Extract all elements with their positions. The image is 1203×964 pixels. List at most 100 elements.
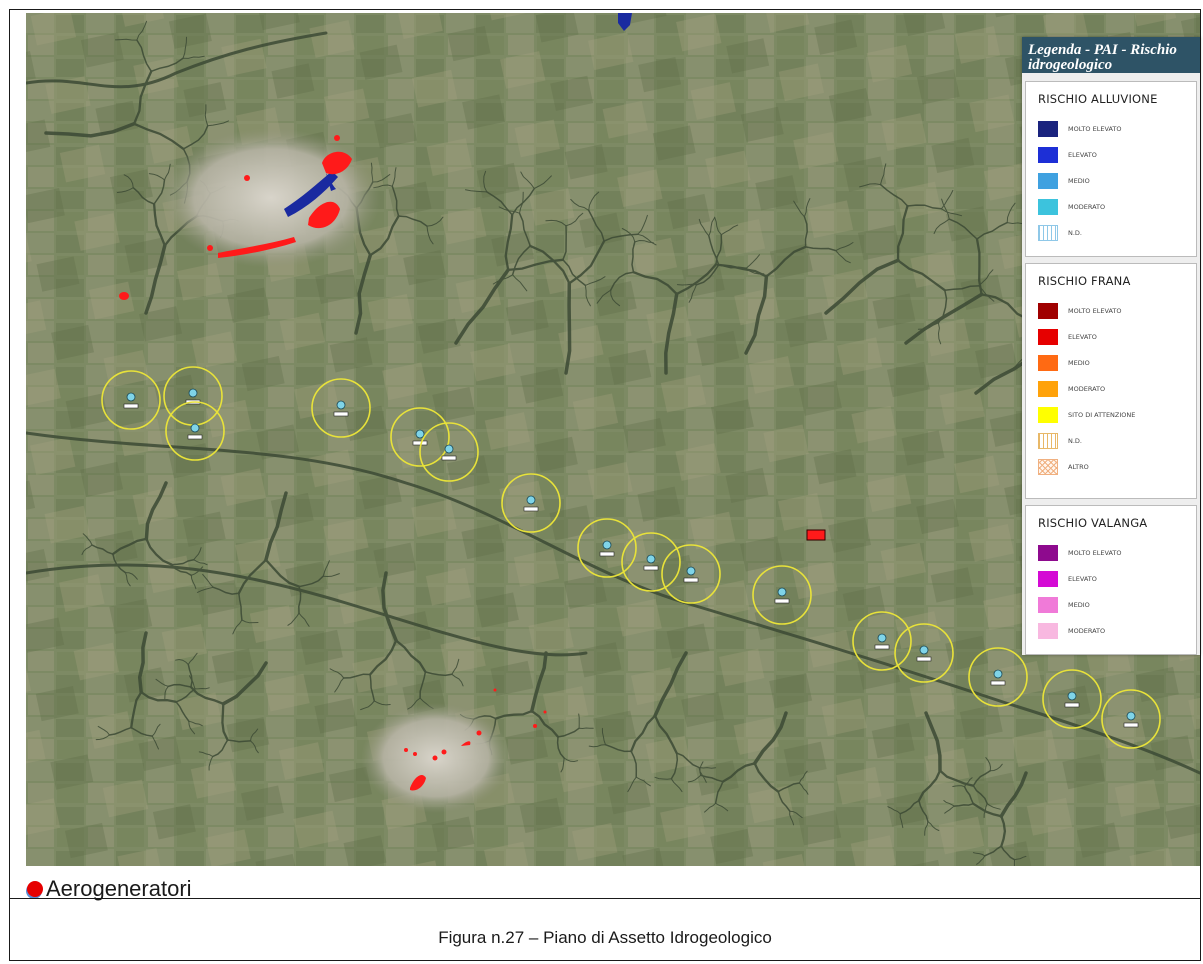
wind-turbine-icon — [919, 645, 929, 655]
turbine-buffer-ring — [1101, 689, 1161, 749]
turbine-marker[interactable] — [968, 647, 1028, 707]
landslide-zones — [119, 135, 826, 791]
legend-item-label: ALTRO — [1068, 462, 1089, 471]
legend-item: MEDIO — [1026, 592, 1196, 618]
turbine-marker[interactable] — [501, 473, 561, 533]
turbine-marker[interactable] — [419, 422, 479, 482]
turbine-marker[interactable] — [852, 611, 912, 671]
flood-zone-top — [618, 13, 632, 31]
legend-title: Legenda - PAI - Rischio idrogeologico — [1022, 37, 1200, 73]
wind-turbine-icon — [444, 444, 454, 454]
turbine-marker[interactable] — [621, 532, 681, 592]
turbine-buffer-ring — [390, 407, 450, 467]
turbine-marker[interactable] — [1101, 689, 1161, 749]
wind-turbine-icon — [336, 400, 346, 410]
turbine-buffer-ring — [894, 623, 954, 683]
turbine-marker[interactable] — [165, 401, 225, 461]
legend-item-label: MOLTO ELEVATO — [1068, 306, 1122, 315]
legend-item-label: MEDIO — [1068, 600, 1090, 609]
legend-swatch — [1038, 571, 1058, 587]
legend-item-label: MODERATO — [1068, 202, 1106, 211]
legend-item: N.D. — [1026, 428, 1196, 454]
legend-swatch — [1038, 407, 1058, 423]
turbine-label-box — [643, 565, 659, 571]
turbine-label-box — [874, 644, 890, 650]
turbine-label-box — [333, 411, 349, 417]
legend-swatch — [1038, 329, 1058, 345]
turbine-buffer-ring — [165, 401, 225, 461]
turbine-buffer-ring — [577, 518, 637, 578]
legend-swatch — [1038, 545, 1058, 561]
wind-turbine-icon — [646, 554, 656, 564]
legend-item: ELEVATO — [1026, 566, 1196, 592]
legend-item: ELEVATO — [1026, 324, 1196, 350]
turbine-buffer-ring — [661, 544, 721, 604]
legend-item: MEDIO — [1026, 350, 1196, 376]
turbine-marker[interactable] — [1042, 669, 1102, 729]
turbine-label-box — [523, 506, 539, 512]
turbine-marker[interactable] — [311, 378, 371, 438]
legend-item: SITO DI ATTENZIONE — [1026, 402, 1196, 428]
legend-item: MODERATO — [1026, 376, 1196, 402]
legend-section-title: RISCHIO FRANA — [1038, 274, 1131, 288]
turbine-marker[interactable] — [390, 407, 450, 467]
legend-item-label: ELEVATO — [1068, 332, 1097, 341]
legend-item-label: SITO DI ATTENZIONE — [1068, 410, 1136, 419]
legend-item: MODERATO — [1026, 618, 1196, 644]
wind-turbine-icon — [777, 587, 787, 597]
legend-item-label: ELEVATO — [1068, 150, 1097, 159]
legend-item-label: MODERATO — [1068, 626, 1106, 635]
legend-body: RISCHIO ALLUVIONE MOLTO ELEVATO ELEVATO MED… — [1022, 73, 1200, 655]
turbine-label-box — [774, 598, 790, 604]
wind-turbine-icon — [526, 495, 536, 505]
legend-section-frana: RISCHIO FRANA MOLTO ELEVATO ELEVATO MEDIO MO… — [1025, 263, 1197, 499]
legend-swatch — [1038, 433, 1058, 449]
turbine-marker[interactable] — [101, 370, 161, 430]
wind-turbine-icon — [686, 566, 696, 576]
turbine-marker[interactable] — [894, 623, 954, 683]
wind-turbine-icon — [1067, 691, 1077, 701]
legend-swatch — [1038, 173, 1058, 189]
legend-section-title: RISCHIO ALLUVIONE — [1038, 92, 1158, 106]
legend-item-label: MEDIO — [1068, 176, 1090, 185]
wind-turbine-icon — [602, 540, 612, 550]
legend-swatch — [1038, 147, 1058, 163]
legend-swatch — [1038, 381, 1058, 397]
turbine-label-box — [1123, 722, 1139, 728]
legend-item-label: MOLTO ELEVATO — [1068, 124, 1122, 133]
legend-item: MOLTO ELEVATO — [1026, 298, 1196, 324]
turbine-buffer-ring — [501, 473, 561, 533]
hazard-rect — [806, 529, 826, 541]
turbine-label-box — [683, 577, 699, 583]
legend-item-label: MEDIO — [1068, 358, 1090, 367]
legend-item: N.D. — [1026, 220, 1196, 246]
turbine-marker[interactable] — [661, 544, 721, 604]
turbine-marker[interactable] — [577, 518, 637, 578]
legend-item-label: ELEVATO — [1068, 574, 1097, 583]
legend-swatch — [1038, 225, 1058, 241]
legend-swatch — [1038, 199, 1058, 215]
turbine-marker[interactable] — [752, 565, 812, 625]
legend-swatch — [1038, 597, 1058, 613]
turbine-buffer-ring — [621, 532, 681, 592]
figure-caption: Figura n.27 – Piano di Assetto Idrogeolo… — [438, 928, 772, 947]
legend-swatch — [1038, 623, 1058, 639]
turbine-label-box — [187, 434, 203, 440]
legend-panel: Legenda - PAI - Rischio idrogeologico RI… — [1022, 37, 1200, 655]
legend-section-title: RISCHIO VALANGA — [1038, 516, 1148, 530]
legend-item: MOLTO ELEVATO — [1026, 116, 1196, 142]
map-viewport[interactable] — [26, 13, 1200, 866]
wind-turbine-icon — [993, 669, 1003, 679]
legend-item: ALTRO — [1026, 454, 1196, 480]
legend-swatch — [1038, 459, 1058, 475]
turbine-label-box — [916, 656, 932, 662]
turbine-label-box — [123, 403, 139, 409]
wind-turbine-icon — [190, 423, 200, 433]
satellite-map[interactable] — [26, 13, 1200, 866]
turbine-label-box — [990, 680, 1006, 686]
turbine-buffer-ring — [1042, 669, 1102, 729]
legend-item-label: N.D. — [1068, 436, 1082, 445]
wind-turbine-icon — [415, 429, 425, 439]
red-dot-icon — [27, 881, 43, 897]
